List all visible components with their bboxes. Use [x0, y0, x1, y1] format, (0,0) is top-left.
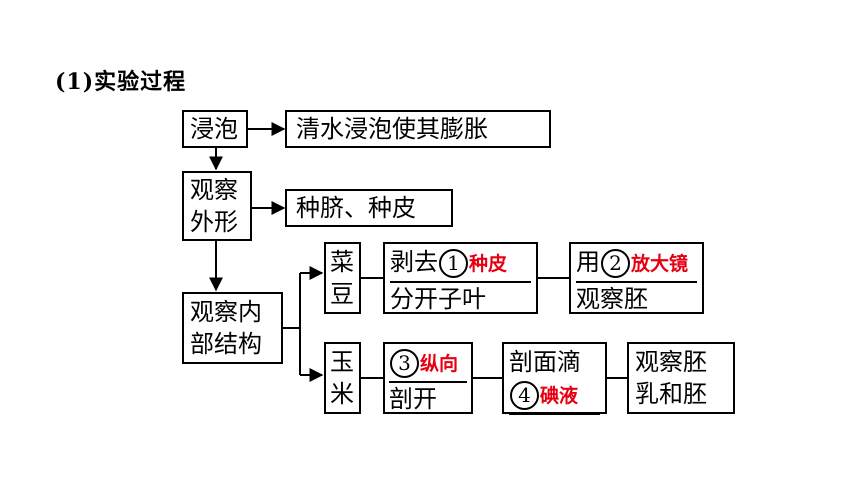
- bean-step2-answer: 放大镜: [631, 253, 689, 275]
- corn-label-box: 玉 米: [324, 342, 361, 414]
- soak-desc-box: 清水浸泡使其膨胀: [285, 110, 551, 148]
- bean-step1-line2: 分开子叶: [390, 285, 486, 313]
- section-heading: (1)实验过程: [55, 69, 187, 95]
- bean-step1-answer: 种皮: [469, 253, 508, 275]
- observe-outer-line2: 外形: [190, 208, 238, 236]
- bean-step2-line2: 观察胚: [576, 285, 648, 313]
- soak-desc-label: 清水浸泡使其膨胀: [296, 115, 488, 143]
- observe-outer-box: 观察 外形: [182, 171, 252, 241]
- outer-desc-label: 种脐、种皮: [296, 194, 416, 222]
- bean-step1-prefix: 剥去: [390, 248, 438, 276]
- bean-step1-num: 1: [439, 249, 468, 278]
- outer-desc-box: 种脐、种皮: [285, 189, 453, 227]
- corn-step3-line1: 观察胚: [635, 348, 707, 376]
- bean-label-box: 菜 豆: [324, 242, 361, 314]
- bean-step2-num: 2: [601, 249, 630, 278]
- corn-step2-num: 4: [510, 381, 539, 410]
- corn-step1-answer: 纵向: [420, 353, 459, 375]
- bean-step2-prefix: 用: [576, 248, 600, 276]
- soak-box: 浸泡: [182, 110, 248, 148]
- corn-step2-answer: 碘液: [540, 385, 579, 407]
- corn-step3-line2: 乳和胚: [635, 380, 707, 408]
- observe-inner-line2: 部结构: [190, 330, 262, 358]
- corn-step2-line1: 剖面滴: [509, 348, 581, 376]
- corn-label-2: 米: [330, 380, 354, 408]
- corn-step1-line2: 剖开: [389, 385, 437, 413]
- observe-outer-line1: 观察: [190, 176, 238, 204]
- observe-inner-line1: 观察内: [190, 298, 262, 326]
- corn-step3-box: 观察胚 乳和胚: [627, 342, 735, 414]
- bean-label-2: 豆: [330, 280, 354, 308]
- bean-label-1: 菜: [330, 248, 354, 276]
- corn-label-1: 玉: [330, 348, 354, 376]
- soak-label: 浸泡: [190, 115, 238, 143]
- observe-inner-box: 观察内 部结构: [182, 292, 283, 364]
- corn-step1-num: 3: [390, 349, 419, 378]
